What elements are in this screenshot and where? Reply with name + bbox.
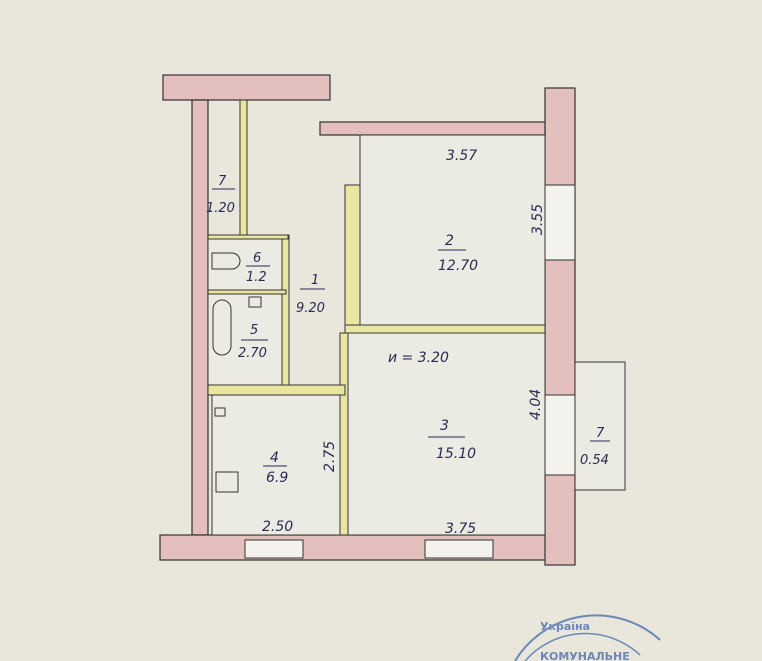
room-5-number: 5	[250, 323, 258, 338]
room-4-number: 4	[270, 450, 279, 466]
room-2	[359, 134, 546, 326]
stove-icon	[215, 471, 239, 493]
room-2-number: 2	[445, 233, 454, 249]
exterior-walls	[159, 74, 576, 566]
stamp-line-2: КОМУНАЛЬНЕ	[540, 650, 630, 661]
stamp-line-1: Україна	[540, 620, 590, 633]
balcony-area: 0.54	[580, 453, 609, 468]
dim-room2-depth: 3.55	[530, 204, 546, 235]
toilet-icon	[211, 252, 241, 270]
window-room-3	[544, 394, 576, 476]
fixtures	[211, 252, 262, 493]
room-7-area: 1.20	[206, 201, 235, 216]
sink-icon	[248, 296, 262, 308]
kitchen-sink-icon	[214, 407, 226, 417]
window-room-3-bottom	[424, 539, 494, 559]
room-4-area: 6.9	[266, 470, 288, 486]
room-6	[207, 238, 283, 291]
windows	[244, 184, 576, 559]
room-2-area: 12.70	[438, 258, 478, 274]
rooms	[207, 134, 626, 536]
room-3-number: 3	[440, 418, 449, 434]
official-stamp: Україна КОМУНАЛЬНЕ	[514, 614, 661, 661]
dim-room3-depth: 4.04	[528, 389, 544, 420]
room-7-number: 7	[218, 174, 227, 189]
balcony-number: 7	[596, 426, 605, 441]
window-room-4	[244, 539, 304, 559]
room-6-area: 1.2	[246, 270, 267, 285]
window-room-2	[544, 184, 576, 261]
dim-room4-width: 2.50	[262, 519, 293, 535]
dim-room3-width: 3.75	[445, 521, 476, 537]
balcony	[574, 361, 626, 491]
room-4	[211, 394, 341, 536]
room-6-number: 6	[253, 251, 261, 266]
dim-room4-depth: 2.75	[322, 441, 338, 472]
room-3-area: 15.10	[436, 446, 476, 462]
dim-room2-width: 3.57	[446, 148, 477, 164]
room-3	[347, 332, 546, 536]
ceiling-height: и = 3.20	[388, 350, 449, 366]
room-1-number: 1	[311, 273, 319, 288]
room-1-area: 9.20	[296, 301, 325, 316]
bathtub-icon	[212, 299, 232, 356]
room-5-area: 2.70	[238, 346, 267, 361]
